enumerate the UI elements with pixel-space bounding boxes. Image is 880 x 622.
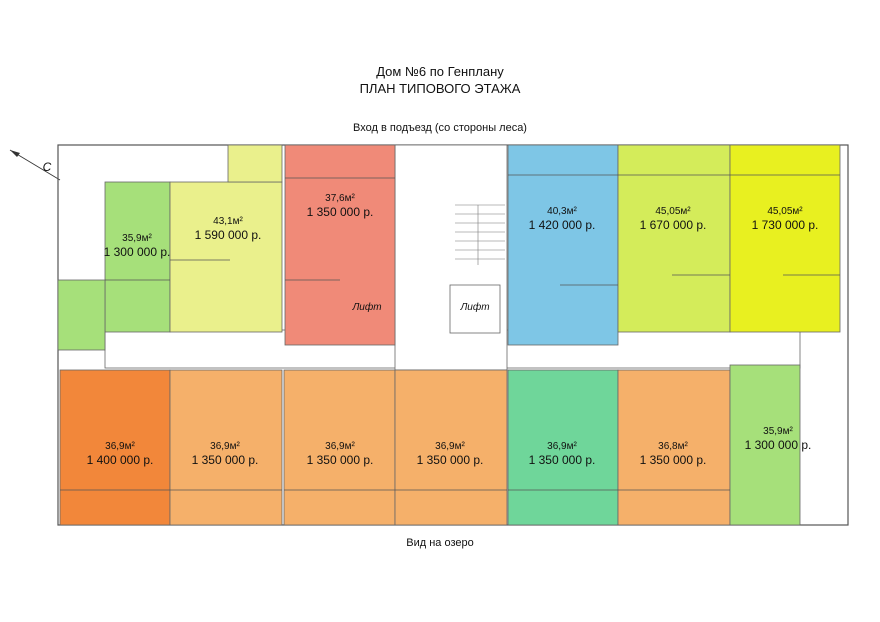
apartment-bottom-1-label: 36,9м² 1 400 000 р. (70, 440, 170, 467)
apartment-area: 37,6м² (325, 193, 355, 204)
apartment-bottom-5-label: 36,9м² 1 350 000 р. (512, 440, 612, 467)
apartment-area: 36,9м² (325, 441, 355, 452)
apartment-bottom-2-shape (169, 369, 283, 526)
apartment-bottom-2-label: 36,9м² 1 350 000 р. (175, 440, 275, 467)
apartment-bottom-3-label: 36,9м² 1 350 000 р. (290, 440, 390, 467)
apartment-top-2-annex (227, 144, 283, 183)
apartment-bottom-6-label: 36,8м² 1 350 000 р. (623, 440, 723, 467)
apartment-price: 1 590 000 р. (194, 227, 262, 242)
apartment-area: 35,9м² (763, 426, 793, 437)
apartment-area: 36,9м² (547, 441, 577, 452)
plan-subtitle: ПЛАН ТИПОВОГО ЭТАЖА (359, 81, 521, 96)
apartment-area: 36,9м² (105, 441, 135, 452)
apartment-price: 1 400 000 р. (86, 452, 154, 467)
apartment-bottom-7-label: 35,9м² 1 300 000 р. (728, 425, 828, 452)
apartment-price: 1 300 000 р. (744, 437, 812, 452)
apartment-price: 1 670 000 р. (639, 217, 707, 232)
apartment-top-4-shape (507, 144, 619, 346)
lake-view-label: Вид на озеро (406, 537, 474, 549)
apartment-top-3-label: 37,6м² 1 350 000 р. (290, 192, 390, 219)
apartment-top-2-label: 43,1м² 1 590 000 р. (178, 215, 278, 242)
apartment-area: 45,05м² (767, 206, 803, 217)
apartment-top-6-shape (729, 144, 841, 333)
apartment-top-2-shape (169, 181, 283, 333)
apartment-top-6-label: 45,05м² 1 730 000 р. (735, 205, 835, 232)
apartment-top-3-shape (284, 144, 396, 346)
apartment-price: 1 350 000 р. (416, 452, 484, 467)
apartment-area: 40,3м² (547, 206, 577, 217)
apartment-price: 1 350 000 р. (191, 452, 259, 467)
apartment-price: 1 350 000 р. (306, 204, 374, 219)
lift-right-label: Лифт (460, 302, 490, 313)
entrance-label: Вход в подъезд (со стороны леса) (353, 122, 527, 134)
apartment-bottom-4-shape (394, 369, 508, 526)
apartment-area: 43,1м² (213, 216, 243, 227)
apartment-price: 1 350 000 р. (639, 452, 707, 467)
lift-right-shaft (449, 284, 501, 334)
apartment-area: 36,8м² (658, 441, 688, 452)
apartment-price: 1 350 000 р. (306, 452, 374, 467)
apartment-bottom-3-shape (283, 369, 396, 526)
apartment-top-5-shape (617, 144, 731, 333)
compass-letter: С (42, 160, 52, 174)
apartment-price: 1 350 000 р. (528, 452, 596, 467)
apartment-area: 45,05м² (655, 206, 691, 217)
apartment-top-4-label: 40,3м² 1 420 000 р. (512, 205, 612, 232)
apartment-top-5-label: 45,05м² 1 670 000 р. (623, 205, 723, 232)
apartment-bottom-6-shape (617, 369, 731, 526)
apartment-area: 35,9м² (122, 233, 152, 244)
apartment-bottom-7-shape (729, 364, 801, 526)
apartment-price: 1 420 000 р. (528, 217, 596, 232)
apartment-price: 1 300 000 р. (103, 244, 171, 259)
lift-left-label: Лифт (352, 302, 382, 313)
apartment-top-1-annex (57, 279, 106, 351)
apartment-price: 1 730 000 р. (751, 217, 819, 232)
apartment-area: 36,9м² (210, 441, 240, 452)
apartment-area: 36,9м² (435, 441, 465, 452)
apartment-bottom-4-label: 36,9м² 1 350 000 р. (400, 440, 500, 467)
apartment-top-1-label: 35,9м² 1 300 000 р. (92, 232, 182, 259)
apartment-top-1-shape (104, 181, 171, 333)
plan-title: Дом №6 по Генплану (376, 64, 504, 79)
compass-arrow-icon (9, 149, 61, 181)
apartment-bottom-5-shape (507, 369, 619, 526)
